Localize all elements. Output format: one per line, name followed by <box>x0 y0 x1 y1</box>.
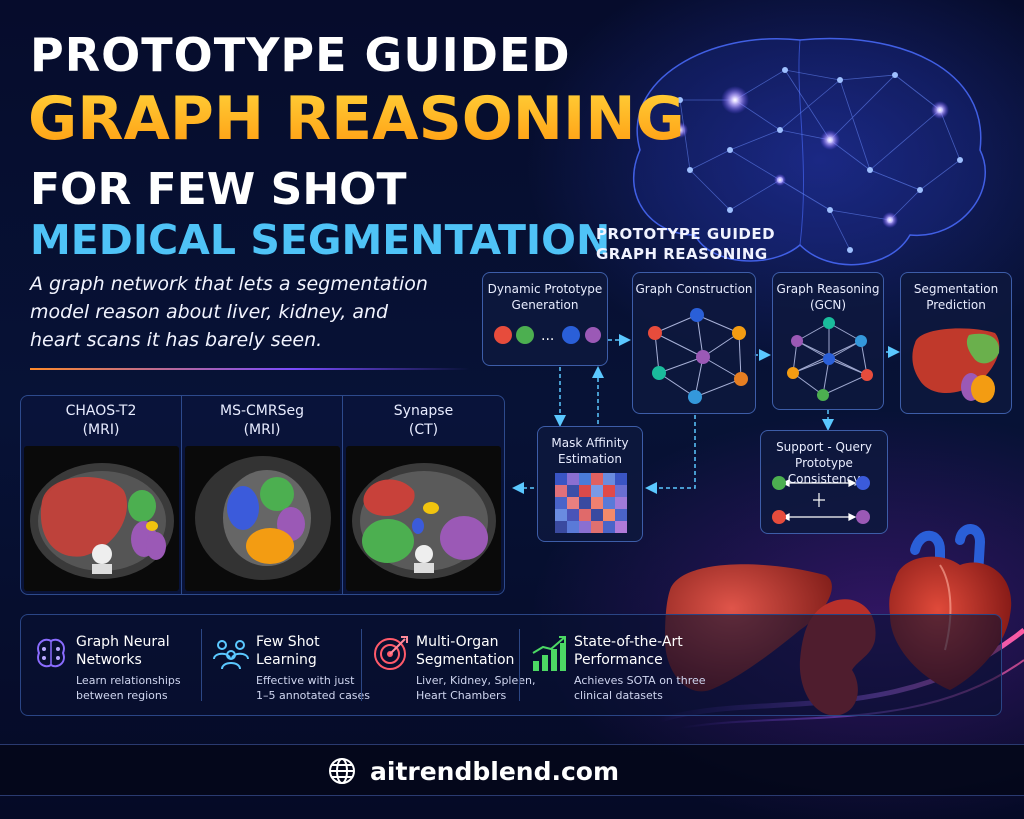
step-graph-construction: Graph Construction <box>632 272 756 414</box>
step-prototype-generation: Dynamic Prototype Generation ... <box>482 272 608 366</box>
step-label: Dynamic Prototype <box>487 282 603 296</box>
dataset-modality: (MRI) <box>82 422 120 438</box>
step-graph-reasoning: Graph Reasoning (GCN) <box>772 272 884 410</box>
dataset-synapse: Synapse (CT) <box>343 396 504 594</box>
step-label: Generation <box>511 298 579 312</box>
features-panel: Graph Neural Networks Learn relationship… <box>20 614 1002 716</box>
feature-graph-neural-networks: Graph Neural Networks Learn relationship… <box>21 615 201 715</box>
scan-image-synapse <box>346 446 501 591</box>
liver-segmentation-icon <box>912 328 1000 403</box>
feature-sota-performance: State-of-the-Art Performance Achieves SO… <box>519 615 706 715</box>
brain-network-illustration <box>632 37 986 266</box>
support-query-consistency: Support - Query Prototype Consistency <box>760 430 888 534</box>
box-label: Mask Affinity <box>551 436 629 450</box>
subtitle-line-1: A graph network that lets a segmentation <box>30 273 428 295</box>
consistency-diagram <box>772 476 870 524</box>
feature-description: clinical datasets <box>574 689 663 702</box>
bar-chart-icon <box>532 636 566 671</box>
dataset-modality: (MRI) <box>243 422 281 438</box>
datasets-panel: CHAOS-T2 (MRI) MS-CMRSeg <box>20 395 505 595</box>
step-label: Prediction <box>926 298 986 312</box>
feature-description: Achieves SOTA on three <box>574 674 706 687</box>
feature-multi-organ-segmentation: Multi-Organ Segmentation Liver, Kidney, … <box>361 615 536 715</box>
feature-description: Effective with just <box>256 674 355 687</box>
step-label: (GCN) <box>809 298 847 312</box>
affinity-heatmap <box>555 473 627 533</box>
box-label: Estimation <box>558 452 622 466</box>
dataset-name: MS-CMRSeg <box>220 403 304 419</box>
divider <box>30 368 470 370</box>
graph-illustration <box>648 308 748 404</box>
feature-title: Graph Neural <box>76 634 170 650</box>
ellipsis: ... <box>541 328 554 344</box>
footer: aitrendblend.com <box>0 744 1024 796</box>
title-line-4: MEDICAL SEGMENTATION <box>30 216 611 264</box>
subtitle: A graph network that lets a segmentation… <box>30 270 470 354</box>
pipeline-title: PROTOTYPE GUIDED GRAPH REASONING <box>596 224 775 264</box>
feature-title: Segmentation <box>416 652 515 668</box>
feature-title: State-of-the-Art <box>574 634 683 650</box>
feature-few-shot-learning: Few Shot Learning Effective with just 1–… <box>201 615 371 715</box>
feature-divider <box>361 629 362 701</box>
feature-divider <box>201 629 202 701</box>
dataset-name: CHAOS-T2 <box>65 403 137 419</box>
mask-affinity-estimation: Mask Affinity Estimation <box>537 426 643 542</box>
scan-image-chaos <box>24 446 179 591</box>
feature-description: Liver, Kidney, Spleen, <box>416 674 536 687</box>
dataset-modality: (CT) <box>408 422 439 438</box>
step-label: Graph Reasoning <box>776 282 880 296</box>
feature-divider <box>519 629 520 701</box>
dataset-name: Synapse <box>393 403 454 419</box>
scan-image-mscmrseg <box>185 446 340 591</box>
feature-description: between regions <box>76 689 168 702</box>
globe-icon <box>329 758 355 784</box>
target-icon <box>374 636 408 670</box>
feature-title: Networks <box>76 652 142 668</box>
feature-description: 1–5 annotated cases <box>256 689 371 702</box>
feature-description: Learn relationships <box>76 674 181 687</box>
people-icon <box>213 640 249 670</box>
step-label: Segmentation <box>913 282 999 296</box>
pipeline-title-line-2: GRAPH REASONING <box>596 245 768 263</box>
subtitle-line-3: heart scans it has barely seen. <box>30 329 323 351</box>
brain-network-icon <box>37 638 65 668</box>
feature-description: Heart Chambers <box>416 689 507 702</box>
title-line-2: GRAPH REASONING <box>28 84 685 154</box>
box-label: Support - Query <box>776 440 872 454</box>
title-line-3: FOR FEW SHOT <box>30 164 407 215</box>
step-label: Graph Construction <box>635 282 753 296</box>
dataset-chaos: CHAOS-T2 (MRI) <box>21 396 182 594</box>
step-segmentation-prediction: Segmentation Prediction <box>900 272 1012 414</box>
footer-site-link[interactable]: aitrendblend.com <box>370 757 620 786</box>
title-line-1: PROTOTYPE GUIDED <box>30 28 571 82</box>
subtitle-line-2: model reason about liver, kidney, and <box>30 301 389 323</box>
feature-title: Few Shot <box>256 634 320 650</box>
gcn-illustration <box>787 317 873 401</box>
prototype-dots: ... <box>494 326 601 344</box>
pipeline-title-line-1: PROTOTYPE GUIDED <box>596 225 776 243</box>
feature-title: Performance <box>574 652 663 668</box>
feature-title: Learning <box>256 652 317 668</box>
dataset-mscmrseg: MS-CMRSeg (MRI) <box>182 396 343 594</box>
feature-title: Multi-Organ <box>416 634 499 650</box>
